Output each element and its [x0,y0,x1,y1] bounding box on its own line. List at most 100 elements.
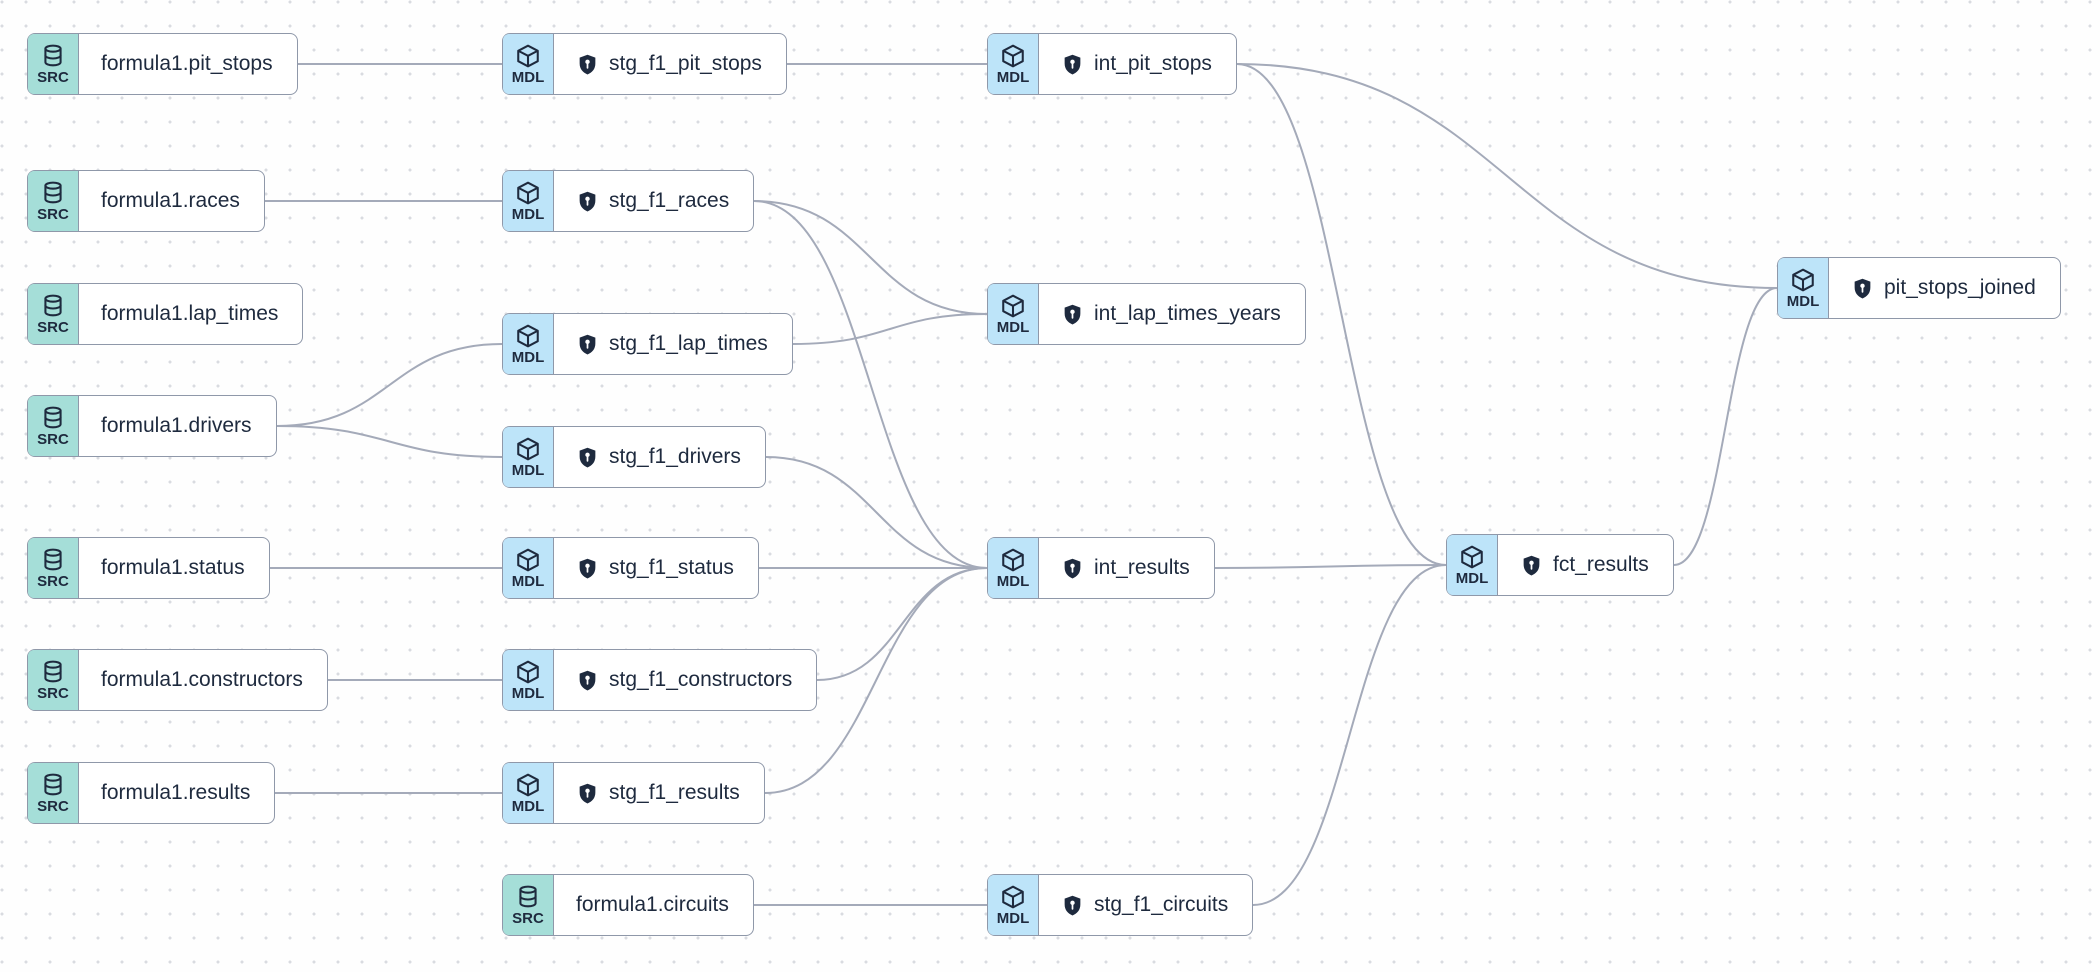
database-icon [40,547,66,573]
node-type-badge: SRC [37,431,69,448]
node-label-cell: stg_f1_drivers [554,427,765,487]
cube-icon [515,323,541,349]
source-node-src_lap_times[interactable]: SRC formula1.lap_times [27,283,304,345]
node-type-badge: MDL [511,798,545,815]
model-node-stg_f1_lap_times[interactable]: MDL stg_f1_lap_times [502,313,793,375]
cube-icon [515,659,541,685]
node-label-cell: stg_f1_pit_stops [554,34,786,94]
model-type-cell: MDL [1778,258,1829,318]
model-type-cell: MDL [1447,535,1498,595]
node-type-badge: MDL [996,319,1030,336]
source-node-src_races[interactable]: SRC formula1.races [27,170,265,232]
node-label: int_pit_stops [1094,52,1212,75]
model-node-stg_f1_constructors[interactable]: MDL stg_f1_constructors [502,649,818,711]
model-node-stg_f1_results[interactable]: MDL stg_f1_results [502,762,765,824]
shield-lock-icon [1061,894,1084,917]
node-type-badge: MDL [511,685,545,702]
shield-lock-icon [1061,53,1084,76]
cube-icon [1000,547,1026,573]
node-label: stg_f1_circuits [1094,893,1229,916]
node-type-badge: MDL [996,573,1030,590]
node-type-badge: MDL [511,349,545,366]
node-label-cell: int_pit_stops [1039,34,1236,94]
node-label: stg_f1_lap_times [609,332,768,355]
node-label: formula1.drivers [101,414,252,437]
node-label-cell: formula1.results [79,763,274,823]
shield-lock-icon [1851,277,1874,300]
model-type-cell: MDL [988,34,1039,94]
shield-lock-icon [576,333,599,356]
node-type-badge: SRC [37,319,69,336]
source-type-cell: SRC [28,763,79,823]
node-label: fct_results [1553,553,1649,576]
model-node-stg_f1_drivers[interactable]: MDL stg_f1_drivers [502,426,766,488]
database-icon [40,772,66,798]
shield-lock-icon [576,782,599,805]
node-label: formula1.results [101,781,251,804]
database-icon [40,293,66,319]
source-node-src_circuits[interactable]: SRC formula1.circuits [502,874,754,936]
node-label: stg_f1_pit_stops [609,52,762,75]
node-label-cell: stg_f1_circuits [1039,875,1252,935]
database-icon [515,884,541,910]
node-label: formula1.status [101,556,245,579]
node-label: int_results [1094,556,1190,579]
edge-stg_f1_drivers-to-int_results [765,456,988,569]
node-label-cell: formula1.drivers [79,396,276,456]
node-type-badge: SRC [37,206,69,223]
source-node-src_results[interactable]: SRC formula1.results [27,762,276,824]
source-node-src_constructors[interactable]: SRC formula1.constructors [27,649,328,711]
cube-icon [1000,884,1026,910]
source-type-cell: SRC [28,284,79,344]
source-type-cell: SRC [28,538,79,598]
node-label: stg_f1_drivers [609,445,741,468]
edge-stg_f1_circuits-to-fct_results [1252,564,1447,906]
model-node-fct_results[interactable]: MDL fct_results [1446,534,1674,596]
node-label-cell: stg_f1_lap_times [554,314,792,374]
shield-lock-icon [576,557,599,580]
shield-lock-icon [1061,303,1084,326]
database-icon [40,180,66,206]
node-label: formula1.circuits [576,893,729,916]
node-type-badge: MDL [511,462,545,479]
node-label-cell: fct_results [1498,535,1673,595]
source-type-cell: SRC [503,875,554,935]
cube-icon [515,436,541,462]
source-node-src_drivers[interactable]: SRC formula1.drivers [27,395,277,457]
node-type-badge: SRC [37,798,69,815]
node-label-cell: formula1.lap_times [79,284,302,344]
source-node-src_status[interactable]: SRC formula1.status [27,537,270,599]
node-label-cell: stg_f1_constructors [554,650,816,710]
edge-src_drivers-to-stg_f1_drivers [276,425,503,458]
source-type-cell: SRC [28,650,79,710]
node-label-cell: formula1.races [79,171,264,231]
edge-stg_f1_lap_times-to-int_lap_times_years [792,313,988,345]
node-type-badge: SRC [37,573,69,590]
node-label: formula1.pit_stops [101,52,273,75]
model-type-cell: MDL [988,284,1039,344]
node-label-cell: stg_f1_results [554,763,764,823]
node-label-cell: int_lap_times_years [1039,284,1305,344]
shield-lock-icon [576,53,599,76]
node-type-badge: MDL [1455,570,1489,587]
model-node-pit_stops_joined[interactable]: MDL pit_stops_joined [1777,257,2061,319]
shield-lock-icon [576,446,599,469]
node-label: formula1.constructors [101,668,303,691]
node-label: pit_stops_joined [1884,276,2036,299]
cube-icon [515,772,541,798]
model-type-cell: MDL [503,171,554,231]
model-node-int_lap_times_years[interactable]: MDL int_lap_times_years [987,283,1306,345]
model-node-int_results[interactable]: MDL int_results [987,537,1215,599]
model-node-int_pit_stops[interactable]: MDL int_pit_stops [987,33,1237,95]
model-type-cell: MDL [988,538,1039,598]
cube-icon [515,43,541,69]
model-type-cell: MDL [503,650,554,710]
source-type-cell: SRC [28,396,79,456]
node-type-badge: MDL [511,206,545,223]
